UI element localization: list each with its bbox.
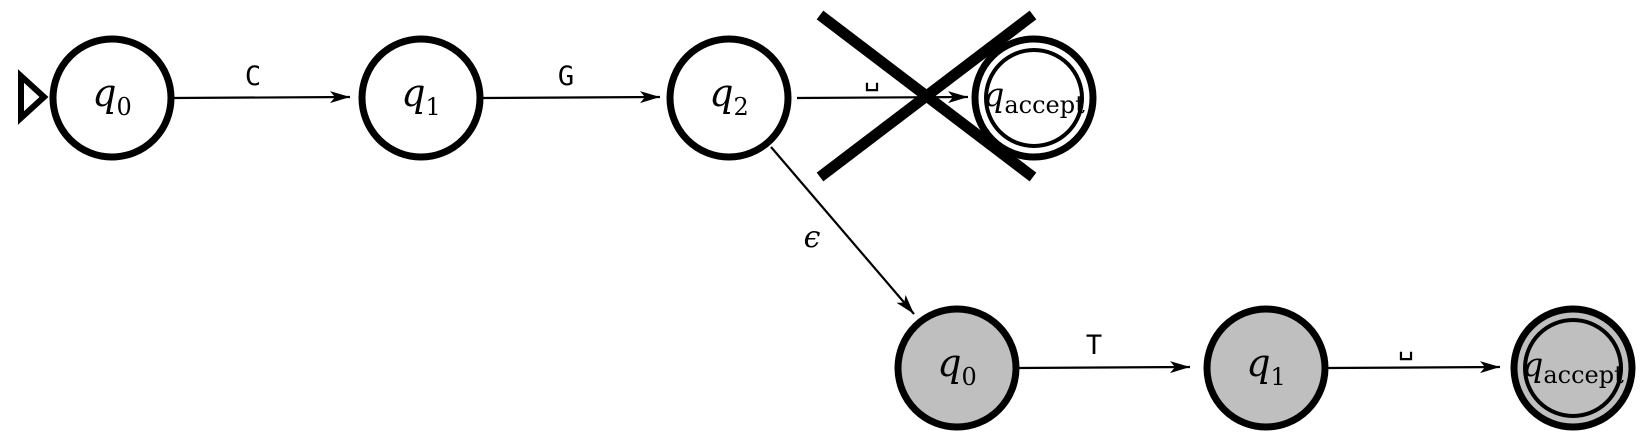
svg-text:q0: q0 [92, 71, 132, 121]
edge-label-c: C [245, 61, 261, 92]
state-bottom-q1: q1 [1203, 305, 1329, 431]
edge-q2-to-accept [796, 91, 969, 104]
edge-label-blank-top: ␣ [864, 61, 880, 92]
edge-q1-to-q2 [482, 91, 661, 104]
cross-out-icon [816, 10, 1037, 182]
svg-text:qaccept: qaccept [983, 75, 1085, 119]
edge-label-g: G [558, 61, 574, 92]
state-top-q0: q0 [49, 35, 175, 161]
state-top-accept: qaccept [971, 35, 1097, 161]
svg-text:q1: q1 [401, 71, 441, 121]
edge-epsilon [770, 146, 915, 315]
edge-bottom-q0-to-q1 [1017, 361, 1191, 374]
edge-label-t: T [1086, 330, 1102, 361]
start-arrow-icon [18, 69, 49, 125]
state-bottom-accept: qaccept [1510, 305, 1636, 431]
state-top-q2: q2 [666, 35, 792, 161]
svg-text:q0: q0 [937, 341, 977, 391]
svg-text:qaccept: qaccept [1522, 345, 1624, 389]
edge-label-epsilon: ϵ [804, 220, 821, 255]
svg-text:q2: q2 [709, 71, 749, 121]
edge-q0-to-q1 [172, 91, 351, 104]
edge-label-blank-bottom: ␣ [1398, 330, 1414, 361]
state-top-q1: q1 [358, 35, 484, 161]
edge-bottom-q1-to-accept [1326, 361, 1501, 374]
svg-text:q1: q1 [1246, 341, 1286, 391]
state-bottom-q0: q0 [894, 305, 1020, 431]
